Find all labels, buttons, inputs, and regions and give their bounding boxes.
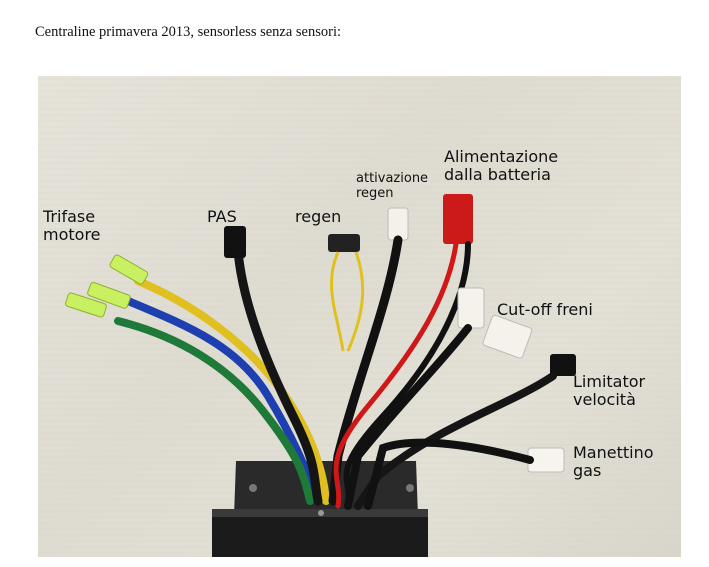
label-limitatore-velocita: Limitator velocità bbox=[573, 372, 646, 410]
label-trifase-line2: motore bbox=[43, 225, 101, 245]
label-limitatore-line1: Limitator bbox=[573, 372, 646, 391]
label-trifase-line1: Trifase bbox=[43, 207, 96, 226]
label-regen: regen bbox=[295, 207, 342, 226]
label-alimentazione-line1: Alimentazione bbox=[444, 147, 559, 166]
label-pas: PAS bbox=[207, 207, 237, 226]
label-attivazione-line1: attivazione bbox=[356, 171, 429, 186]
label-attivazione-line2: regen bbox=[356, 185, 394, 201]
label-trifase-motore: Trifase motore bbox=[43, 207, 101, 245]
label-manettino-line2: gas bbox=[573, 461, 602, 481]
label-manettino-gas: Manettino gas bbox=[573, 443, 654, 481]
label-cutoff-freni: Cut-off freni bbox=[497, 300, 593, 319]
label-manettino-line1: Manettino bbox=[573, 443, 654, 462]
label-limitatore-line2: velocità bbox=[573, 390, 636, 410]
controller-photo: Trifase motore PAS regen attivazione reg… bbox=[38, 76, 681, 557]
document-caption: Centraline primavera 2013, sensorless se… bbox=[35, 24, 342, 40]
label-attivazione-regen: attivazione regen bbox=[356, 171, 429, 202]
controller-illustration bbox=[38, 76, 681, 557]
label-alimentazione-batteria: Alimentazione dalla batteria bbox=[444, 147, 559, 185]
label-alimentazione-line2: dalla batteria bbox=[444, 165, 551, 185]
